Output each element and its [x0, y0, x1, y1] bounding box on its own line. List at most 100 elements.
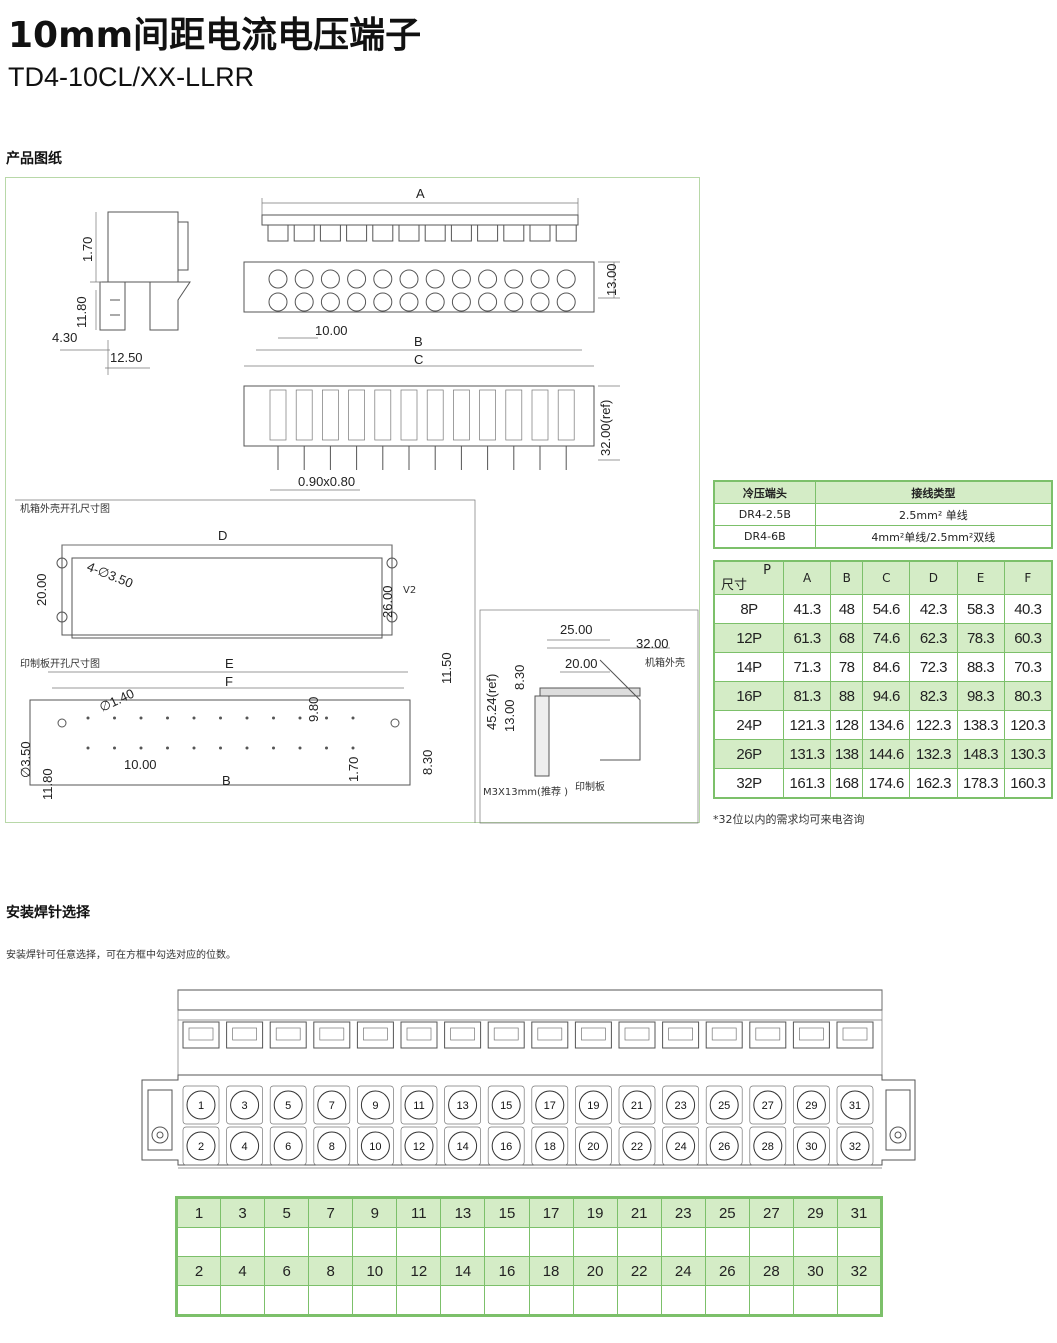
pin-checkbox-cell[interactable]	[264, 1285, 310, 1316]
dim-pcb-d4: 10.00	[124, 757, 157, 772]
terminal-hole	[294, 269, 314, 289]
pin-checkbox-cell[interactable]	[484, 1285, 530, 1316]
pin-hole-label: 18	[544, 1141, 556, 1153]
dim-mount-6: 13.00	[502, 699, 517, 732]
crimp-cell: 4mm²单线/2.5mm²双线	[814, 525, 1053, 549]
pin-hole-label: 22	[631, 1141, 643, 1153]
pin-checkbox-cell[interactable]	[616, 1285, 662, 1316]
pin-hole	[448, 1090, 478, 1120]
size-cell: 131.3	[782, 739, 832, 769]
pin-number-cell: 30	[792, 1256, 838, 1286]
pin-checkbox-cell[interactable]	[660, 1285, 706, 1316]
pin-checkbox-cell[interactable]	[440, 1285, 486, 1316]
terminal-hole	[425, 292, 445, 312]
col-header: E	[956, 560, 1005, 595]
pin-hole	[622, 1090, 652, 1120]
dim-side-3: 4.30	[52, 330, 77, 345]
corner-p: P	[763, 563, 771, 578]
size-cell: 80.3	[1003, 681, 1053, 711]
pin-hole	[796, 1090, 826, 1120]
pin-checkbox-cell[interactable]	[175, 1227, 222, 1257]
pin-number-cell: 23	[660, 1197, 706, 1228]
pin-checkbox-cell[interactable]	[484, 1227, 530, 1257]
pin-checkbox-cell[interactable]	[352, 1285, 398, 1316]
pin-checkbox-cell[interactable]	[264, 1227, 310, 1257]
pin-checkbox-cell[interactable]	[528, 1285, 574, 1316]
dim-c: C	[414, 352, 423, 367]
pin-checkbox-cell[interactable]	[836, 1227, 883, 1257]
size-cell: 71.3	[782, 652, 832, 682]
terminal-hole	[556, 269, 576, 289]
pin-checkbox-cell[interactable]	[704, 1285, 750, 1316]
size-cell: 144.6	[862, 739, 911, 769]
pin-checkbox-cell[interactable]	[616, 1227, 662, 1257]
crimp-cell: 2.5mm² 单线	[814, 503, 1053, 526]
dim-height: 13.00	[604, 263, 619, 296]
pin-checkbox-cell[interactable]	[396, 1227, 442, 1257]
dim-chassis-hole: 4-∅3.50	[85, 559, 135, 591]
col-header: C	[862, 560, 911, 595]
pin-checkbox-cell[interactable]	[352, 1227, 398, 1257]
pin-hole	[404, 1090, 434, 1120]
pin-hole	[360, 1131, 390, 1161]
dim-mount-2: 32.00	[636, 636, 669, 651]
size-cell: 74.6	[862, 623, 911, 653]
terminal-hole	[530, 292, 550, 312]
pin-checkbox-cell[interactable]	[748, 1227, 794, 1257]
size-table-corner: P 尺寸	[713, 560, 784, 595]
pin-checkbox-cell[interactable]	[528, 1227, 574, 1257]
pin-checkbox-cell[interactable]	[660, 1227, 706, 1257]
pin-hole-label: 24	[674, 1141, 686, 1153]
pin-checkbox-cell[interactable]	[220, 1227, 266, 1257]
pin-hole	[186, 1131, 216, 1161]
col-header: B	[830, 560, 864, 595]
pin-checkbox-cell[interactable]	[572, 1285, 618, 1316]
pin-checkbox-cell[interactable]	[792, 1285, 838, 1316]
terminal-hole	[320, 269, 340, 289]
size-cell: 78.3	[956, 623, 1005, 653]
pin-checkbox-cell[interactable]	[748, 1285, 794, 1316]
terminal-hole	[399, 269, 419, 289]
pcb-cutout: 印制板开孔尺寸图 E F ∅1.40 ∅3.50 9.80 10.00 11.8…	[18, 652, 454, 800]
pin-number-cell: 8	[308, 1256, 354, 1286]
pin-checkbox-cell[interactable]	[175, 1285, 222, 1316]
pin-checkbox-cell[interactable]	[308, 1285, 354, 1316]
pin-hole	[753, 1090, 783, 1120]
crimp-header-terminal: 冷压端头	[713, 480, 816, 504]
terminal-hole	[556, 292, 576, 312]
size-cell: 78	[830, 652, 864, 682]
pin-number-cell: 6	[264, 1256, 310, 1286]
terminal-hole	[268, 269, 288, 289]
pin-checkbox-cell[interactable]	[308, 1227, 354, 1257]
pin-checkbox-cell[interactable]	[440, 1227, 486, 1257]
pin-number-cell: 19	[572, 1197, 618, 1228]
pin-hole-label: 5	[285, 1100, 291, 1112]
pin-hole	[491, 1131, 521, 1161]
crimp-header-type: 接线类型	[814, 480, 1053, 504]
pin-checkbox-cell[interactable]	[396, 1285, 442, 1316]
size-cell: 81.3	[782, 681, 832, 711]
pin-hole	[317, 1131, 347, 1161]
front-view: A 13.00 10.00 B C	[243, 186, 620, 367]
size-cell: 160.3	[1003, 768, 1053, 799]
pin-hole-label: 6	[285, 1141, 291, 1153]
pin-hole-label: 30	[805, 1141, 817, 1153]
pin-checkbox-cell[interactable]	[704, 1227, 750, 1257]
size-cell: 138	[830, 739, 864, 769]
pin-hole-label: 15	[500, 1100, 512, 1112]
pin-number-cell: 28	[748, 1256, 794, 1286]
pin-hole-label: 1	[198, 1100, 204, 1112]
pin-checkbox-cell[interactable]	[572, 1227, 618, 1257]
pin-checkbox-cell[interactable]	[220, 1285, 266, 1316]
dim-e: E	[225, 656, 234, 671]
pin-hole-label: 7	[329, 1100, 335, 1112]
pin-hole	[273, 1131, 303, 1161]
pin-checkbox-cell[interactable]	[792, 1227, 838, 1257]
pin-checkbox-cell[interactable]	[836, 1285, 883, 1316]
size-note: *32位以内的需求均可来电咨询	[713, 813, 865, 826]
size-cell: 62.3	[909, 623, 958, 653]
size-cell: 161.3	[782, 768, 832, 799]
